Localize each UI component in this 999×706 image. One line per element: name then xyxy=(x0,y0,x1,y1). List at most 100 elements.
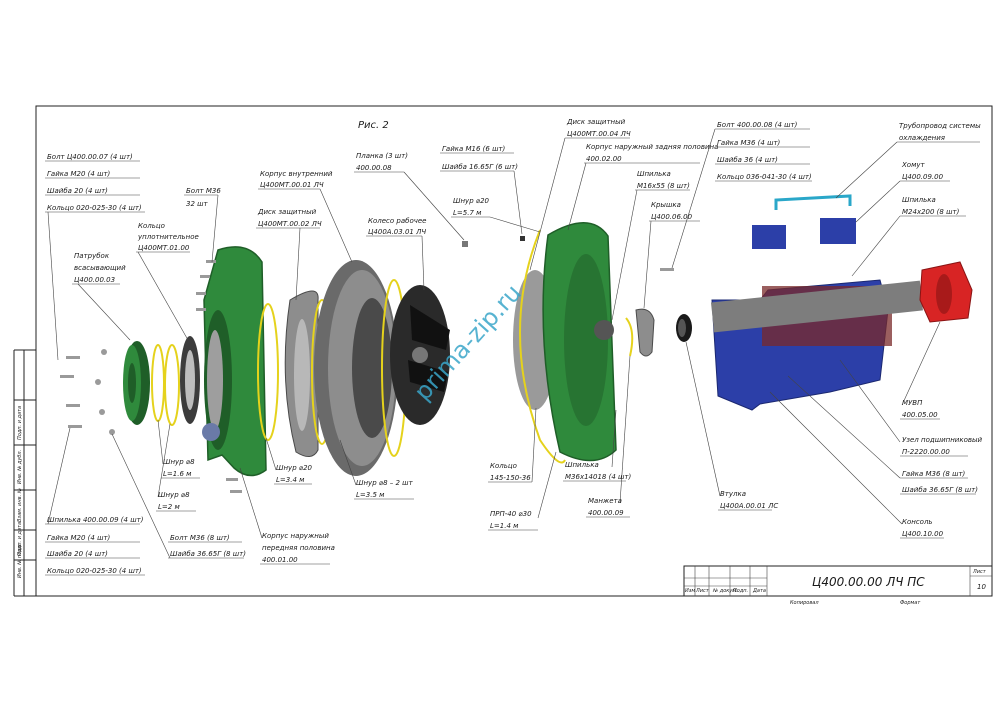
label-front-2: передняя половина xyxy=(262,544,335,552)
label-inner-2: Ц400МТ.00.01 ЛЧ xyxy=(260,181,324,189)
protective-disk xyxy=(284,290,319,457)
label-nut-m20-a: Гайка М20 (4 шт) xyxy=(47,170,111,178)
label-nut-m36c: Гайка М36 (8 шт) xyxy=(902,470,966,478)
label-stud09: Шпилька 400.00.09 (4 шт) xyxy=(47,516,144,524)
label-ring-b: Кольцо 020-025-30 (4 шт) xyxy=(47,567,142,575)
coupling xyxy=(919,261,973,323)
sidebar-sign2: Подп. и дата xyxy=(17,406,23,440)
label-washer20-a: Шайба 20 (4 шт) xyxy=(47,187,108,195)
doc-number: Ц400.00.00 ЛЧ ПС xyxy=(812,575,925,589)
label-bush-2: Ц400А.00.01 ЛС xyxy=(720,502,778,510)
label-cord-big-2: L=3.5 м xyxy=(356,491,385,499)
label-front-3: 400.01.00 xyxy=(262,556,298,564)
rear-casing-half xyxy=(513,222,617,462)
tb-col-izm: Изм xyxy=(685,588,695,594)
nut-part xyxy=(520,236,525,241)
drawing-frame xyxy=(35,105,993,597)
label-bolt-m36: Болт М36 xyxy=(186,187,221,195)
label-cord8b-1: Шнур ⌀8 xyxy=(158,491,190,499)
label-washer20-b: Шайба 20 (4 шт) xyxy=(47,550,108,558)
label-cuff-2: 400.00.09 xyxy=(588,509,624,517)
label-impeller-1: Колесо рабочее xyxy=(368,217,426,225)
front-casing-half xyxy=(202,246,267,477)
label-seal-ring-1: Кольцо xyxy=(138,222,165,230)
label-bolt-ts: Болт Ц400.00.07 (4 шт) xyxy=(47,153,133,161)
impeller xyxy=(390,285,450,425)
label-washer16: Шайба 16.65Г (6 шт) xyxy=(442,163,518,171)
label-clamp-1: Хомут xyxy=(901,161,926,169)
label-qty32: 32 шт xyxy=(186,200,209,208)
label-disk-2: Ц400МТ.00.02 ЛЧ xyxy=(258,220,322,228)
label-disk-top-2: Ц400МТ.00.04 ЛЧ xyxy=(567,130,631,138)
label-stud-m36-1: Шпилька xyxy=(565,461,599,469)
label-bearing-2: П-2220.00.00 xyxy=(902,448,950,456)
label-washer36b: Шайба 36 (4 шт) xyxy=(717,156,778,164)
cord-ring-6 xyxy=(519,229,566,464)
cuff-part xyxy=(625,317,634,357)
label-ring145-1: Кольцо xyxy=(490,462,517,470)
clamps xyxy=(752,218,856,249)
label-plate-2: 400.00.08 xyxy=(356,164,392,172)
bushing-part xyxy=(676,314,692,342)
bearing-console xyxy=(710,279,923,411)
tb-col-sign: Подп. xyxy=(733,588,748,594)
label-ring-a: Кольцо 020-025-30 (4 шт) xyxy=(47,204,142,212)
front-bolts xyxy=(196,260,242,493)
label-suction-3: Ц400.00.03 xyxy=(74,276,115,284)
label-seal-ring-2: уплотнительное xyxy=(137,233,199,241)
sheet-header: Лист xyxy=(972,569,987,575)
copied-by: Копировал xyxy=(790,600,819,606)
label-disk-top-1: Диск защитный xyxy=(566,118,626,126)
labels: Болт Ц400.00.07 (4 шт) Гайка М20 (4 шт) … xyxy=(45,118,983,576)
label-mufta-1: МУВП xyxy=(902,399,923,407)
label-nut-m20-b: Гайка М20 (4 шт) xyxy=(47,534,111,542)
label-stud16-2: М16х55 (8 шт) xyxy=(637,182,690,190)
sheet-number: 10 xyxy=(977,583,986,591)
label-impeller-2: Ц400А.03.01 ЛЧ xyxy=(368,228,426,236)
sidebar-dup: Инв. № дубл. xyxy=(17,450,23,484)
label-cord20a-2: L=5.7 м xyxy=(453,209,482,217)
label-bush-1: Втулка xyxy=(720,490,746,498)
label-cord-big-1: Шнур ⌀8 – 2 шт xyxy=(356,479,414,487)
cord-ring-3 xyxy=(257,303,279,441)
label-cord20b-2: L=3.4 м xyxy=(276,476,305,484)
label-disk-1: Диск защитный xyxy=(257,208,317,216)
label-cuff-1: Манжета xyxy=(588,497,622,505)
sidebar-inv: Инв. № подл. xyxy=(17,544,23,579)
title-block: Изм Лист № докум. Подп. Дата Ц400.00.00 … xyxy=(683,565,993,606)
sidebar-labels: Инв. № подл. Подп. и дата Взам. инв. № И… xyxy=(17,406,23,578)
label-seal-ring-3: Ц400МТ.01.00 xyxy=(138,244,190,252)
label-cord8a-2: L=1.6 м xyxy=(163,470,192,478)
label-console-1: Консоль xyxy=(902,518,933,526)
label-pipe-2: охлаждения xyxy=(899,134,945,142)
label-cord8a-1: Шнур ⌀8 xyxy=(163,458,195,466)
label-cord8b-2: L=2 м xyxy=(158,503,180,511)
label-plate-1: Планка (3 шт) xyxy=(356,152,408,160)
label-bearing-1: Узел подшипниковый xyxy=(902,436,983,444)
seal-ring xyxy=(180,336,200,424)
title-block-box xyxy=(683,565,993,597)
stud-part xyxy=(660,268,674,271)
label-stud-m24-1: Шпилька xyxy=(902,196,936,204)
label-console-2: Ц400.10.00 xyxy=(902,530,944,538)
label-prp-2: L=1.4 м xyxy=(490,522,519,530)
label-nut-m16: Гайка М16 (6 шт) xyxy=(442,145,506,153)
sidebar-replace: Взам. инв. № xyxy=(17,488,23,522)
sidebar-sign: Подп. и дата xyxy=(17,522,23,556)
label-ring036: Кольцо 036-041-30 (4 шт) xyxy=(717,173,812,181)
label-cover-1: Крышка xyxy=(651,201,681,209)
label-nut-m36b: Гайка М36 (4 шт) xyxy=(717,139,781,147)
format-label: Формат xyxy=(900,600,921,606)
label-bolt-m36-8: Болт М36 (8 шт) xyxy=(170,534,230,542)
label-washer36-8: Шайба 36.65Г (8 шт) xyxy=(170,550,246,558)
label-mufta-2: 400.05.00 xyxy=(902,411,938,419)
cover-part xyxy=(635,308,655,357)
suction-pipe xyxy=(123,341,150,425)
label-cover-2: Ц400.06.00 xyxy=(651,213,693,221)
cord-ring-1 xyxy=(151,344,165,422)
label-cord20a-1: Шнур ⌀20 xyxy=(453,197,490,205)
label-suction-1: Патрубок xyxy=(74,252,110,260)
label-stud16-1: Шпилька xyxy=(637,170,671,178)
